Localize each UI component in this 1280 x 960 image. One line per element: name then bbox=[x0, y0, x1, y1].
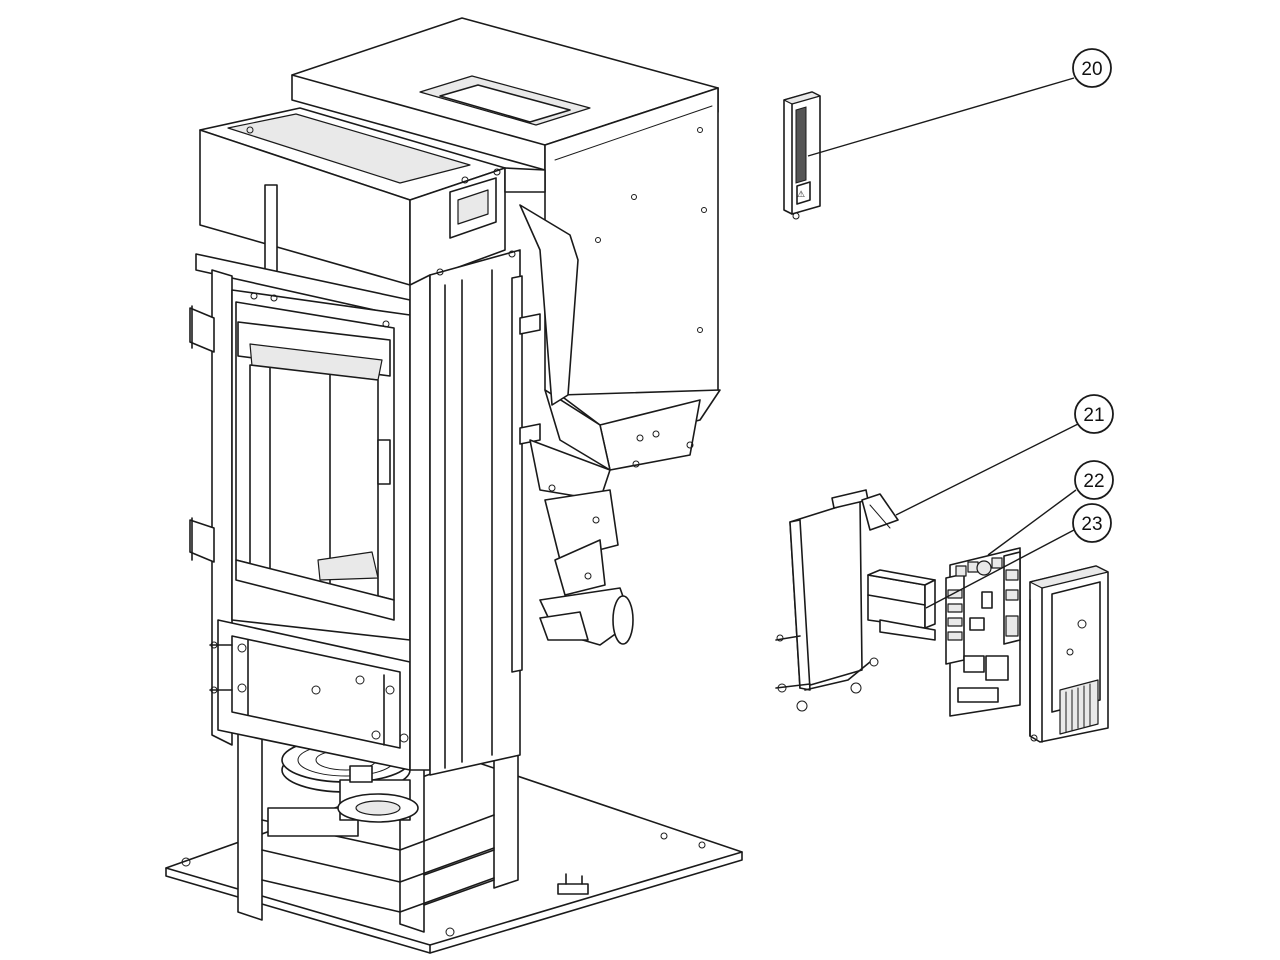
central-column bbox=[409, 249, 541, 776]
lower-panel-bolts bbox=[237, 643, 409, 743]
leader-23 bbox=[925, 529, 1075, 609]
callout-22-label: 22 bbox=[1083, 471, 1104, 492]
stove-top bbox=[195, 107, 546, 319]
pellet-hopper bbox=[291, 17, 721, 471]
base-foot-bolts bbox=[557, 873, 589, 895]
part-23-bracket bbox=[867, 569, 936, 641]
auger-feed bbox=[519, 204, 634, 646]
callout-22: 22 bbox=[1074, 460, 1114, 500]
board-components bbox=[947, 557, 1019, 703]
lower-front-panel bbox=[209, 619, 411, 771]
remote-warning-symbol: ⚠ bbox=[797, 189, 805, 199]
callout-leaders bbox=[807, 77, 1079, 609]
callout-20-label: 20 bbox=[1081, 59, 1102, 80]
callout-21-label: 21 bbox=[1083, 405, 1104, 426]
front-door bbox=[231, 289, 411, 641]
leader-21 bbox=[895, 423, 1079, 516]
callout-23-label: 23 bbox=[1081, 514, 1102, 535]
part-21-control-cover bbox=[775, 489, 899, 712]
fan-assembly bbox=[281, 737, 419, 823]
leader-22 bbox=[987, 489, 1077, 556]
electronics-housing bbox=[1029, 565, 1109, 743]
part-20-remote: ⚠ bbox=[783, 91, 821, 220]
callout-23: 23 bbox=[1072, 503, 1112, 543]
callout-21: 21 bbox=[1074, 394, 1114, 434]
part-22-circuit-board bbox=[945, 547, 1021, 717]
callout-20: 20 bbox=[1072, 48, 1112, 88]
leader-20 bbox=[807, 77, 1075, 157]
